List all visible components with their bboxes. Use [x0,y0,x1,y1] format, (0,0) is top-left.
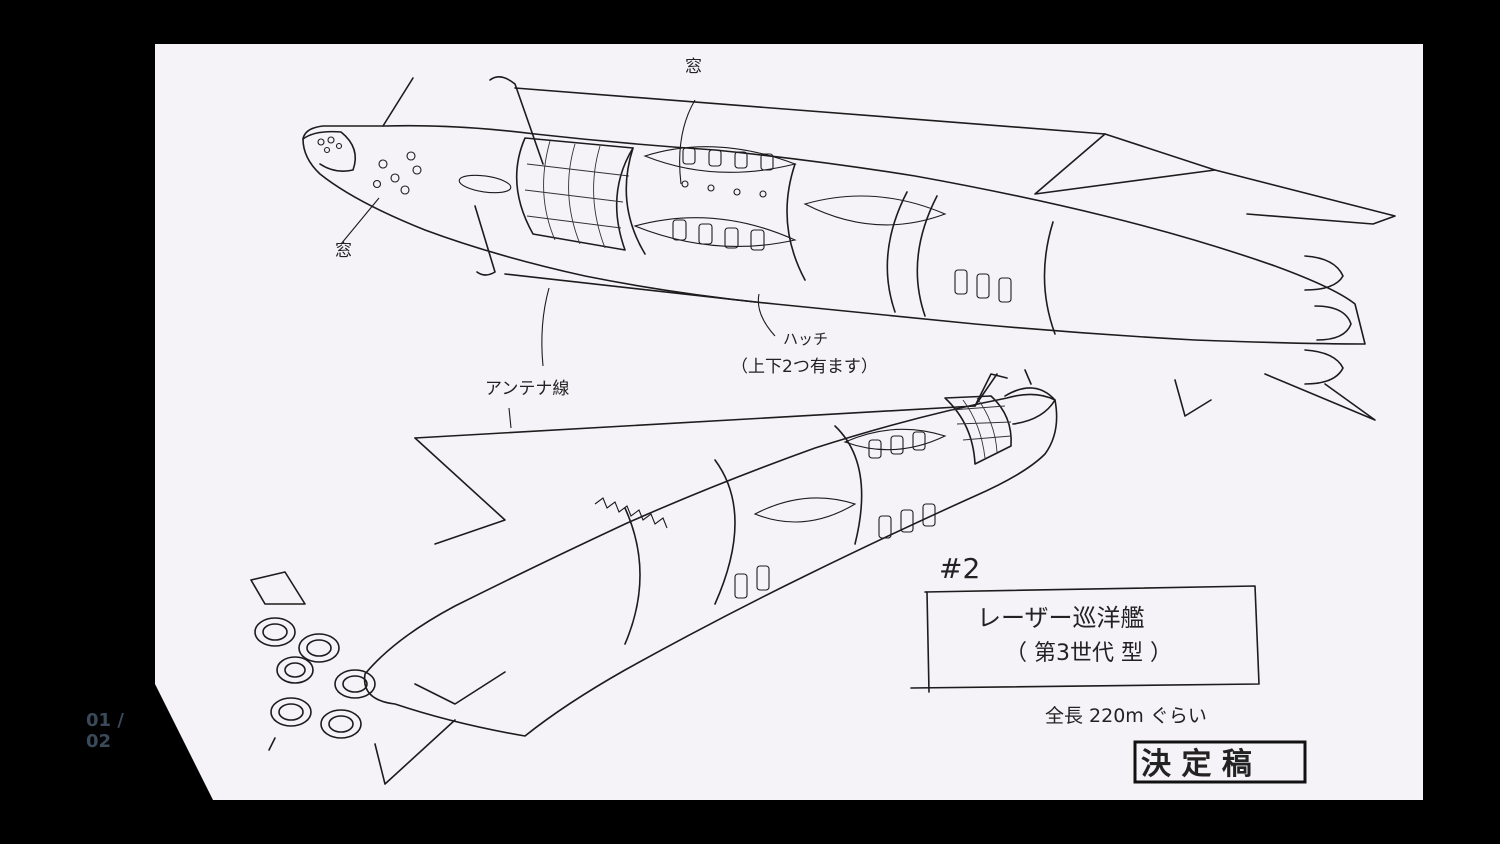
label-antenna: アンテナ線 [485,379,569,399]
title-line-2: （ 第3世代 型 ） [1005,641,1172,666]
design-sketch: 窓 窓 ハッチ （上下2つ有ます） アンテナ線 #2 レーザー巡洋艦 （ 第3世… [250,57,1396,785]
final-draft-stamp: 決 定 稿 [1141,747,1252,782]
design-sheet: 窓 窓 ハッチ （上下2つ有ます） アンテナ線 #2 レーザー巡洋艦 （ 第3世… [155,44,1423,800]
title-line-1: レーザー巡洋艦 [977,604,1145,632]
label-hatch-note: （上下2つ有ます） [731,357,878,377]
upper-ship-sketch [302,76,1396,429]
final-draft-stamp-box [1133,740,1307,784]
lower-ship-sketch [250,369,1058,785]
sheet-number: #2 [939,552,980,585]
label-window-left: 窓 [335,241,352,261]
title-block [910,585,1260,693]
label-hatch: ハッチ [783,330,828,348]
page-counter: 01 / 02 [86,710,124,752]
label-window-top: 窓 [685,57,702,77]
length-note: 全長 220m ぐらい [1045,705,1207,727]
